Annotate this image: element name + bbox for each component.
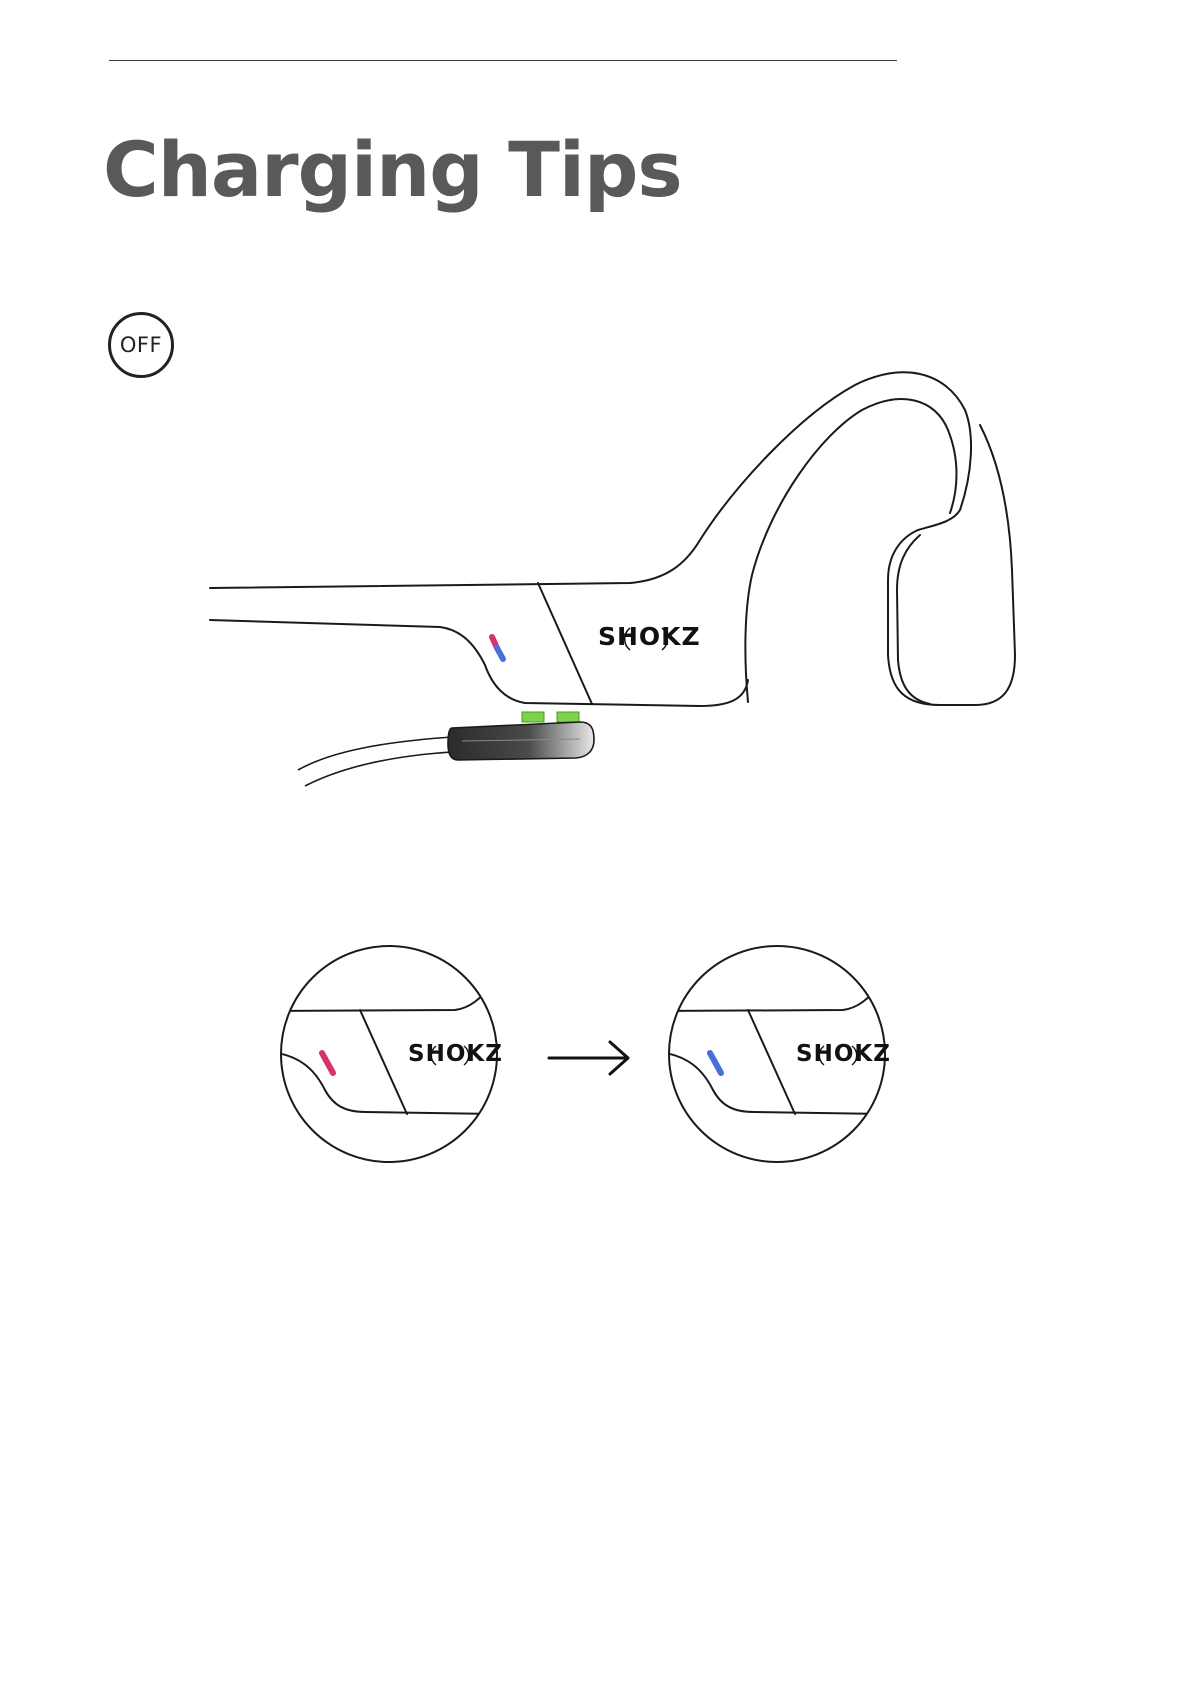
contact-pad-left xyxy=(522,712,544,722)
contact-pad-right xyxy=(557,712,579,722)
zoom-left-brand-text: SHOKZ xyxy=(408,1041,503,1067)
led-bottom-segment xyxy=(497,648,503,659)
charging-cable xyxy=(298,722,594,786)
earpad-outer xyxy=(888,425,1015,705)
brand-logo-main: SHOKZ xyxy=(598,622,701,651)
housing-seam xyxy=(538,583,592,704)
zoom-circle-charged: SHOKZ xyxy=(658,946,891,1162)
led-indicator-dual xyxy=(492,637,503,659)
zoom-circle-charging: SHOKZ xyxy=(270,946,503,1162)
zoom-right-brand-text: SHOKZ xyxy=(796,1041,891,1067)
headphone-drawing xyxy=(210,372,1015,706)
arrow-right-icon xyxy=(549,1042,628,1074)
charging-contacts xyxy=(522,712,579,722)
neckband-inner-edge xyxy=(745,399,956,702)
headband-top-edge xyxy=(210,372,971,588)
earpad-inner-rim xyxy=(897,535,930,704)
brand-logo-text: SHOKZ xyxy=(598,622,701,651)
